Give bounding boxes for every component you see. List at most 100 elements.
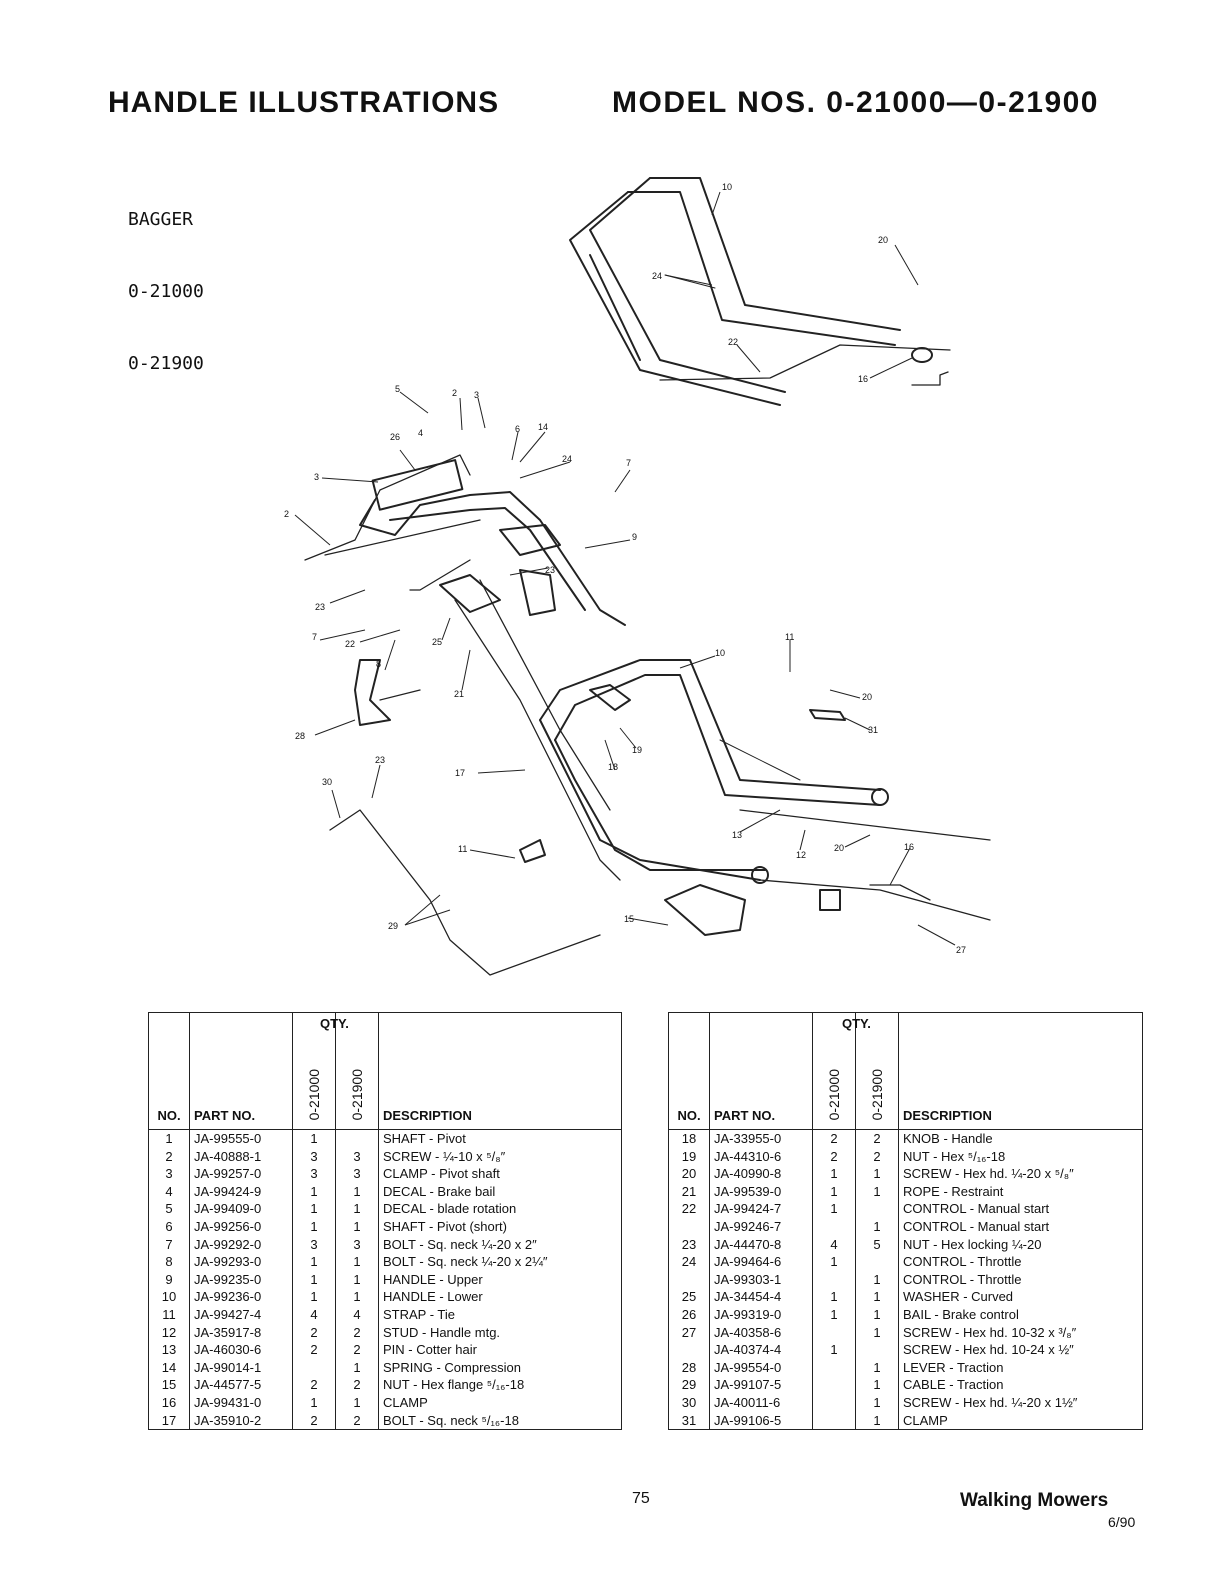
qty-model-b: 1: [855, 1165, 899, 1183]
part-number: JA-99539-0: [709, 1182, 813, 1201]
col-desc: DESCRIPTION: [898, 1012, 1143, 1130]
item-number: 24: [668, 1253, 710, 1271]
callout-label: 7: [312, 632, 317, 642]
part-number: JA-99107-5: [709, 1376, 813, 1394]
item-number: 27: [668, 1323, 710, 1342]
part-number: JA-99014-1: [189, 1358, 293, 1377]
callout-label: 24: [652, 271, 662, 281]
qty-model-a: [812, 1376, 856, 1394]
qty-model-a: 1: [292, 1217, 336, 1236]
part-description: HANDLE - Upper: [378, 1270, 622, 1289]
part-number: JA-44470-8: [709, 1235, 813, 1254]
qty-header-left: QTY.: [320, 1016, 349, 1031]
part-description: SCREW - ¼-10 x ⁵/₈″: [378, 1147, 622, 1166]
callout-label: 20: [862, 692, 872, 702]
col-qty-a: 0-21000: [812, 1012, 856, 1130]
part-number: JA-44310-6: [709, 1147, 813, 1166]
callout-label: 31: [868, 725, 878, 735]
qty-model-b: 1: [855, 1376, 899, 1394]
qty-model-b: 3: [335, 1235, 379, 1254]
qty-model-a: 1: [812, 1253, 856, 1271]
subtitle-line: 0-21900: [128, 353, 204, 374]
qty-model-a: 3: [292, 1147, 336, 1166]
part-number: JA-34454-4: [709, 1288, 813, 1306]
callout-label: 13: [732, 830, 742, 840]
callout-label: 22: [345, 639, 355, 649]
item-number: 20: [668, 1165, 710, 1183]
col-desc: DESCRIPTION: [378, 1012, 622, 1130]
item-number: 14: [148, 1358, 190, 1377]
item-number: 16: [148, 1393, 190, 1412]
callout-label: 10: [722, 182, 732, 192]
qty-model-a: 4: [812, 1235, 856, 1254]
callout-label: 11: [785, 632, 794, 642]
parts-table-left: NO. PART NO. 0-21000 0-21900 DESCRIPTION…: [148, 1012, 622, 1431]
qty-model-b: 2: [335, 1376, 379, 1394]
qty-model-b: 5: [855, 1235, 899, 1254]
part-number: JA-99554-0: [709, 1358, 813, 1377]
item-number: 26: [668, 1305, 710, 1324]
part-description: SCREW - Hex hd. 10-24 x ½″: [898, 1341, 1143, 1359]
part-number: JA-99427-4: [189, 1305, 293, 1324]
callout-label: 23: [315, 602, 325, 612]
model-numbers: MODEL NOS. 0-21000—0-21900: [612, 86, 1099, 119]
callout-label: 8: [376, 659, 381, 669]
qty-model-b: 1: [335, 1288, 379, 1306]
model-b-label: 0-21900: [349, 1068, 365, 1120]
item-number: 4: [148, 1182, 190, 1201]
qty-model-b: 1: [335, 1270, 379, 1289]
item-number: [668, 1217, 710, 1236]
qty-model-b: 1: [855, 1305, 899, 1324]
part-description: STRAP - Tie: [378, 1305, 622, 1324]
item-number: 5: [148, 1200, 190, 1218]
qty-model-a: 1: [812, 1341, 856, 1359]
qty-model-b: [335, 1129, 379, 1148]
qty-model-b: 1: [855, 1358, 899, 1377]
callout-label: 19: [632, 745, 642, 755]
part-description: SCREW - Hex hd. ¼-20 x 1½″: [898, 1393, 1143, 1412]
part-description: NUT - Hex ⁵/₁₆-18: [898, 1147, 1143, 1166]
part-number: JA-99431-0: [189, 1393, 293, 1412]
callout-label: 27: [956, 945, 966, 955]
qty-model-a: [812, 1393, 856, 1412]
part-description: CONTROL - Throttle: [898, 1270, 1143, 1289]
qty-model-a: 2: [292, 1411, 336, 1430]
part-number: JA-40990-8: [709, 1165, 813, 1183]
part-description: BAIL - Brake control: [898, 1305, 1143, 1324]
callout-label: 6: [515, 424, 520, 434]
part-description: BOLT - Sq. neck ¼-20 x 2¼″: [378, 1253, 622, 1271]
callout-label: 24: [562, 454, 572, 464]
part-description: WASHER - Curved: [898, 1288, 1143, 1306]
qty-model-a: 1: [812, 1200, 856, 1218]
item-number: 6: [148, 1217, 190, 1236]
part-description: CLAMP: [898, 1411, 1143, 1430]
qty-model-b: 1: [335, 1200, 379, 1218]
qty-model-b: 2: [855, 1129, 899, 1148]
callout-label: 16: [858, 374, 868, 384]
qty-model-b: 1: [335, 1393, 379, 1412]
subtitle-line: 0-21000: [128, 281, 204, 302]
part-description: STUD - Handle mtg.: [378, 1323, 622, 1342]
qty-model-a: 1: [292, 1182, 336, 1201]
part-number: JA-40358-6: [709, 1323, 813, 1342]
part-number: JA-35917-8: [189, 1323, 293, 1342]
page-title: HANDLE ILLUSTRATIONS: [108, 86, 500, 119]
part-description: KNOB - Handle: [898, 1129, 1143, 1148]
part-description: CONTROL - Manual start: [898, 1217, 1143, 1236]
callout-label: 23: [545, 565, 555, 575]
item-number: [668, 1341, 710, 1359]
callout-label: 12: [796, 850, 806, 860]
part-description: BOLT - Sq. neck ⁵/₁₆-18: [378, 1411, 622, 1430]
part-description: DECAL - Brake bail: [378, 1182, 622, 1201]
